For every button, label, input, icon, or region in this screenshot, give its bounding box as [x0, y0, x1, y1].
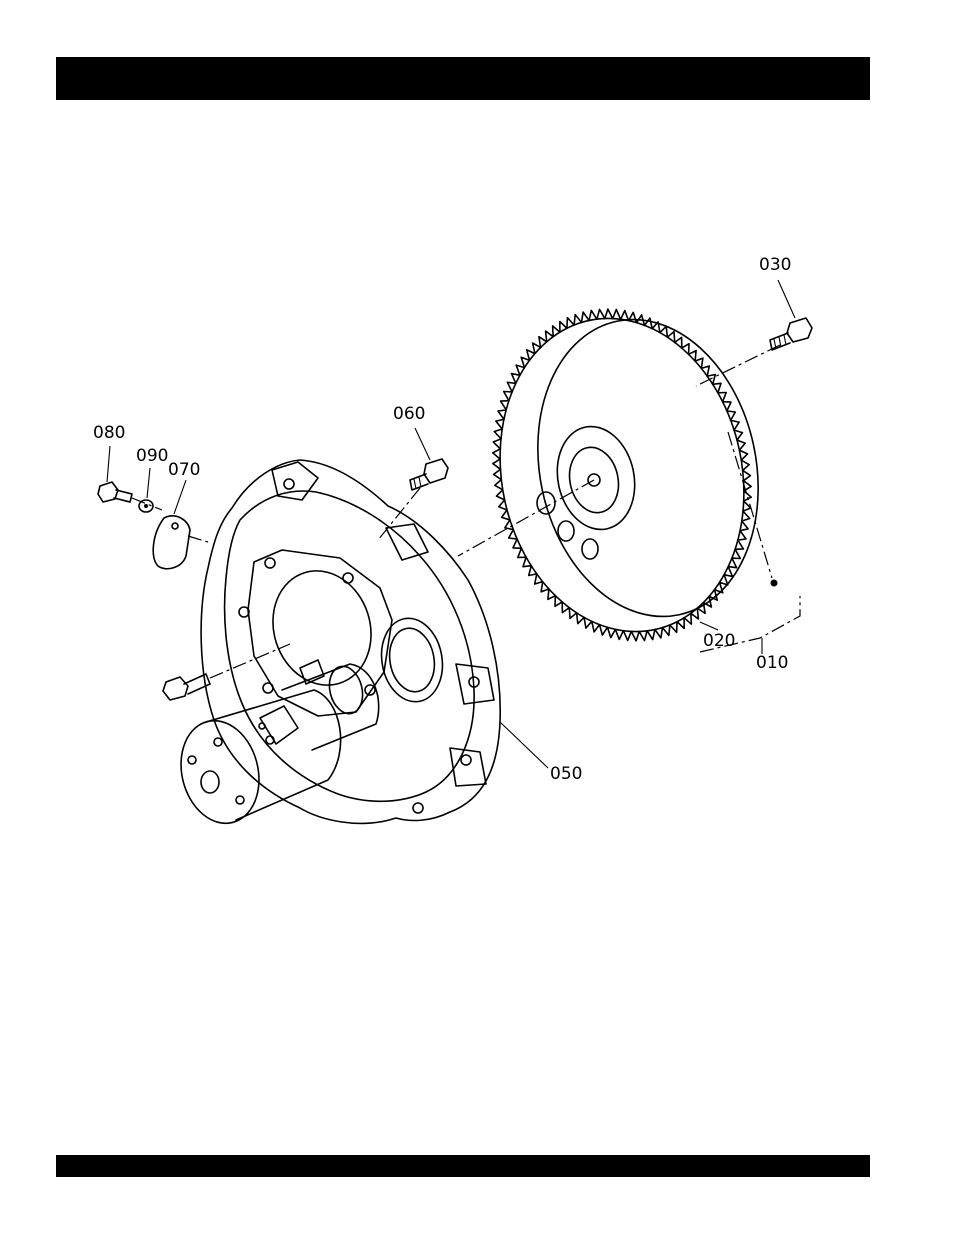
starter-mounting-bolt [163, 674, 210, 700]
callout-060: 060 [393, 404, 425, 424]
housing-bolt-060 [410, 459, 448, 490]
callout-080: 080 [93, 423, 125, 443]
cover-plate-070 [153, 516, 190, 569]
callout-030: 030 [759, 255, 791, 275]
callout-020: 020 [703, 631, 735, 651]
cover-bolt-080 [98, 482, 132, 502]
flywheel-housing-050 [201, 460, 500, 823]
callout-050: 050 [550, 764, 582, 784]
flywheel-bolt-030 [770, 318, 812, 350]
flywheel-part-020 [472, 296, 785, 655]
callout-090: 090 [136, 446, 168, 466]
starter-motor [171, 660, 379, 832]
callout-010: 010 [756, 653, 788, 673]
callout-070: 070 [168, 460, 200, 480]
